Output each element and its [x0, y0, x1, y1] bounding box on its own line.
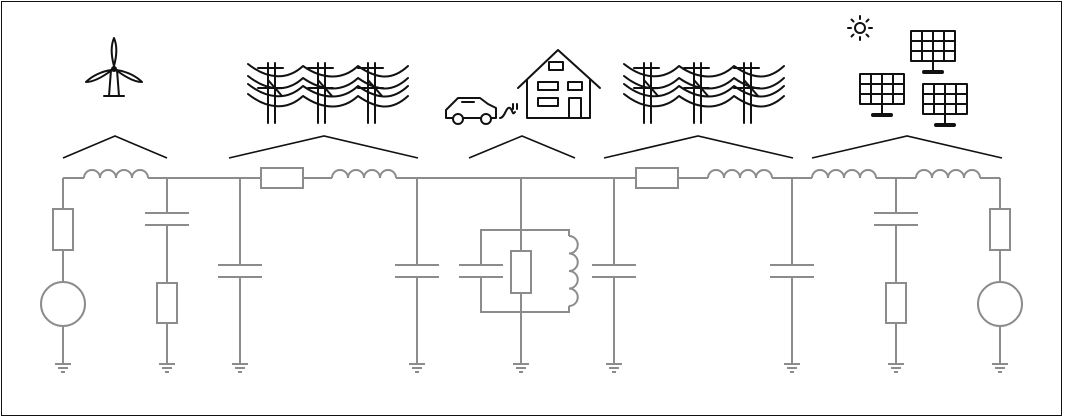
power-lines-icon-2: [623, 62, 785, 124]
shunt-cap-3: [591, 178, 637, 373]
series-resistor-1: [260, 167, 304, 189]
source-branch-right: [977, 178, 1023, 373]
section-braces: [62, 135, 1003, 159]
solar-panels-icon: [847, 15, 969, 127]
shunt-cap-4: [769, 178, 815, 373]
shunt-branch-2: [873, 178, 919, 373]
source-branch-left: [40, 178, 86, 373]
shunt-branch-1: [144, 178, 190, 373]
series-resistor-2: [635, 167, 679, 189]
power-lines-icon-1: [247, 62, 409, 124]
wind-turbine-icon: [85, 37, 143, 97]
house-ev-icon: [445, 49, 601, 125]
sun-icon: [847, 15, 873, 41]
circuit: [40, 167, 1023, 373]
load-rlc-branch: [459, 178, 579, 373]
shunt-cap-1: [217, 178, 263, 373]
shunt-cap-2: [394, 178, 440, 373]
